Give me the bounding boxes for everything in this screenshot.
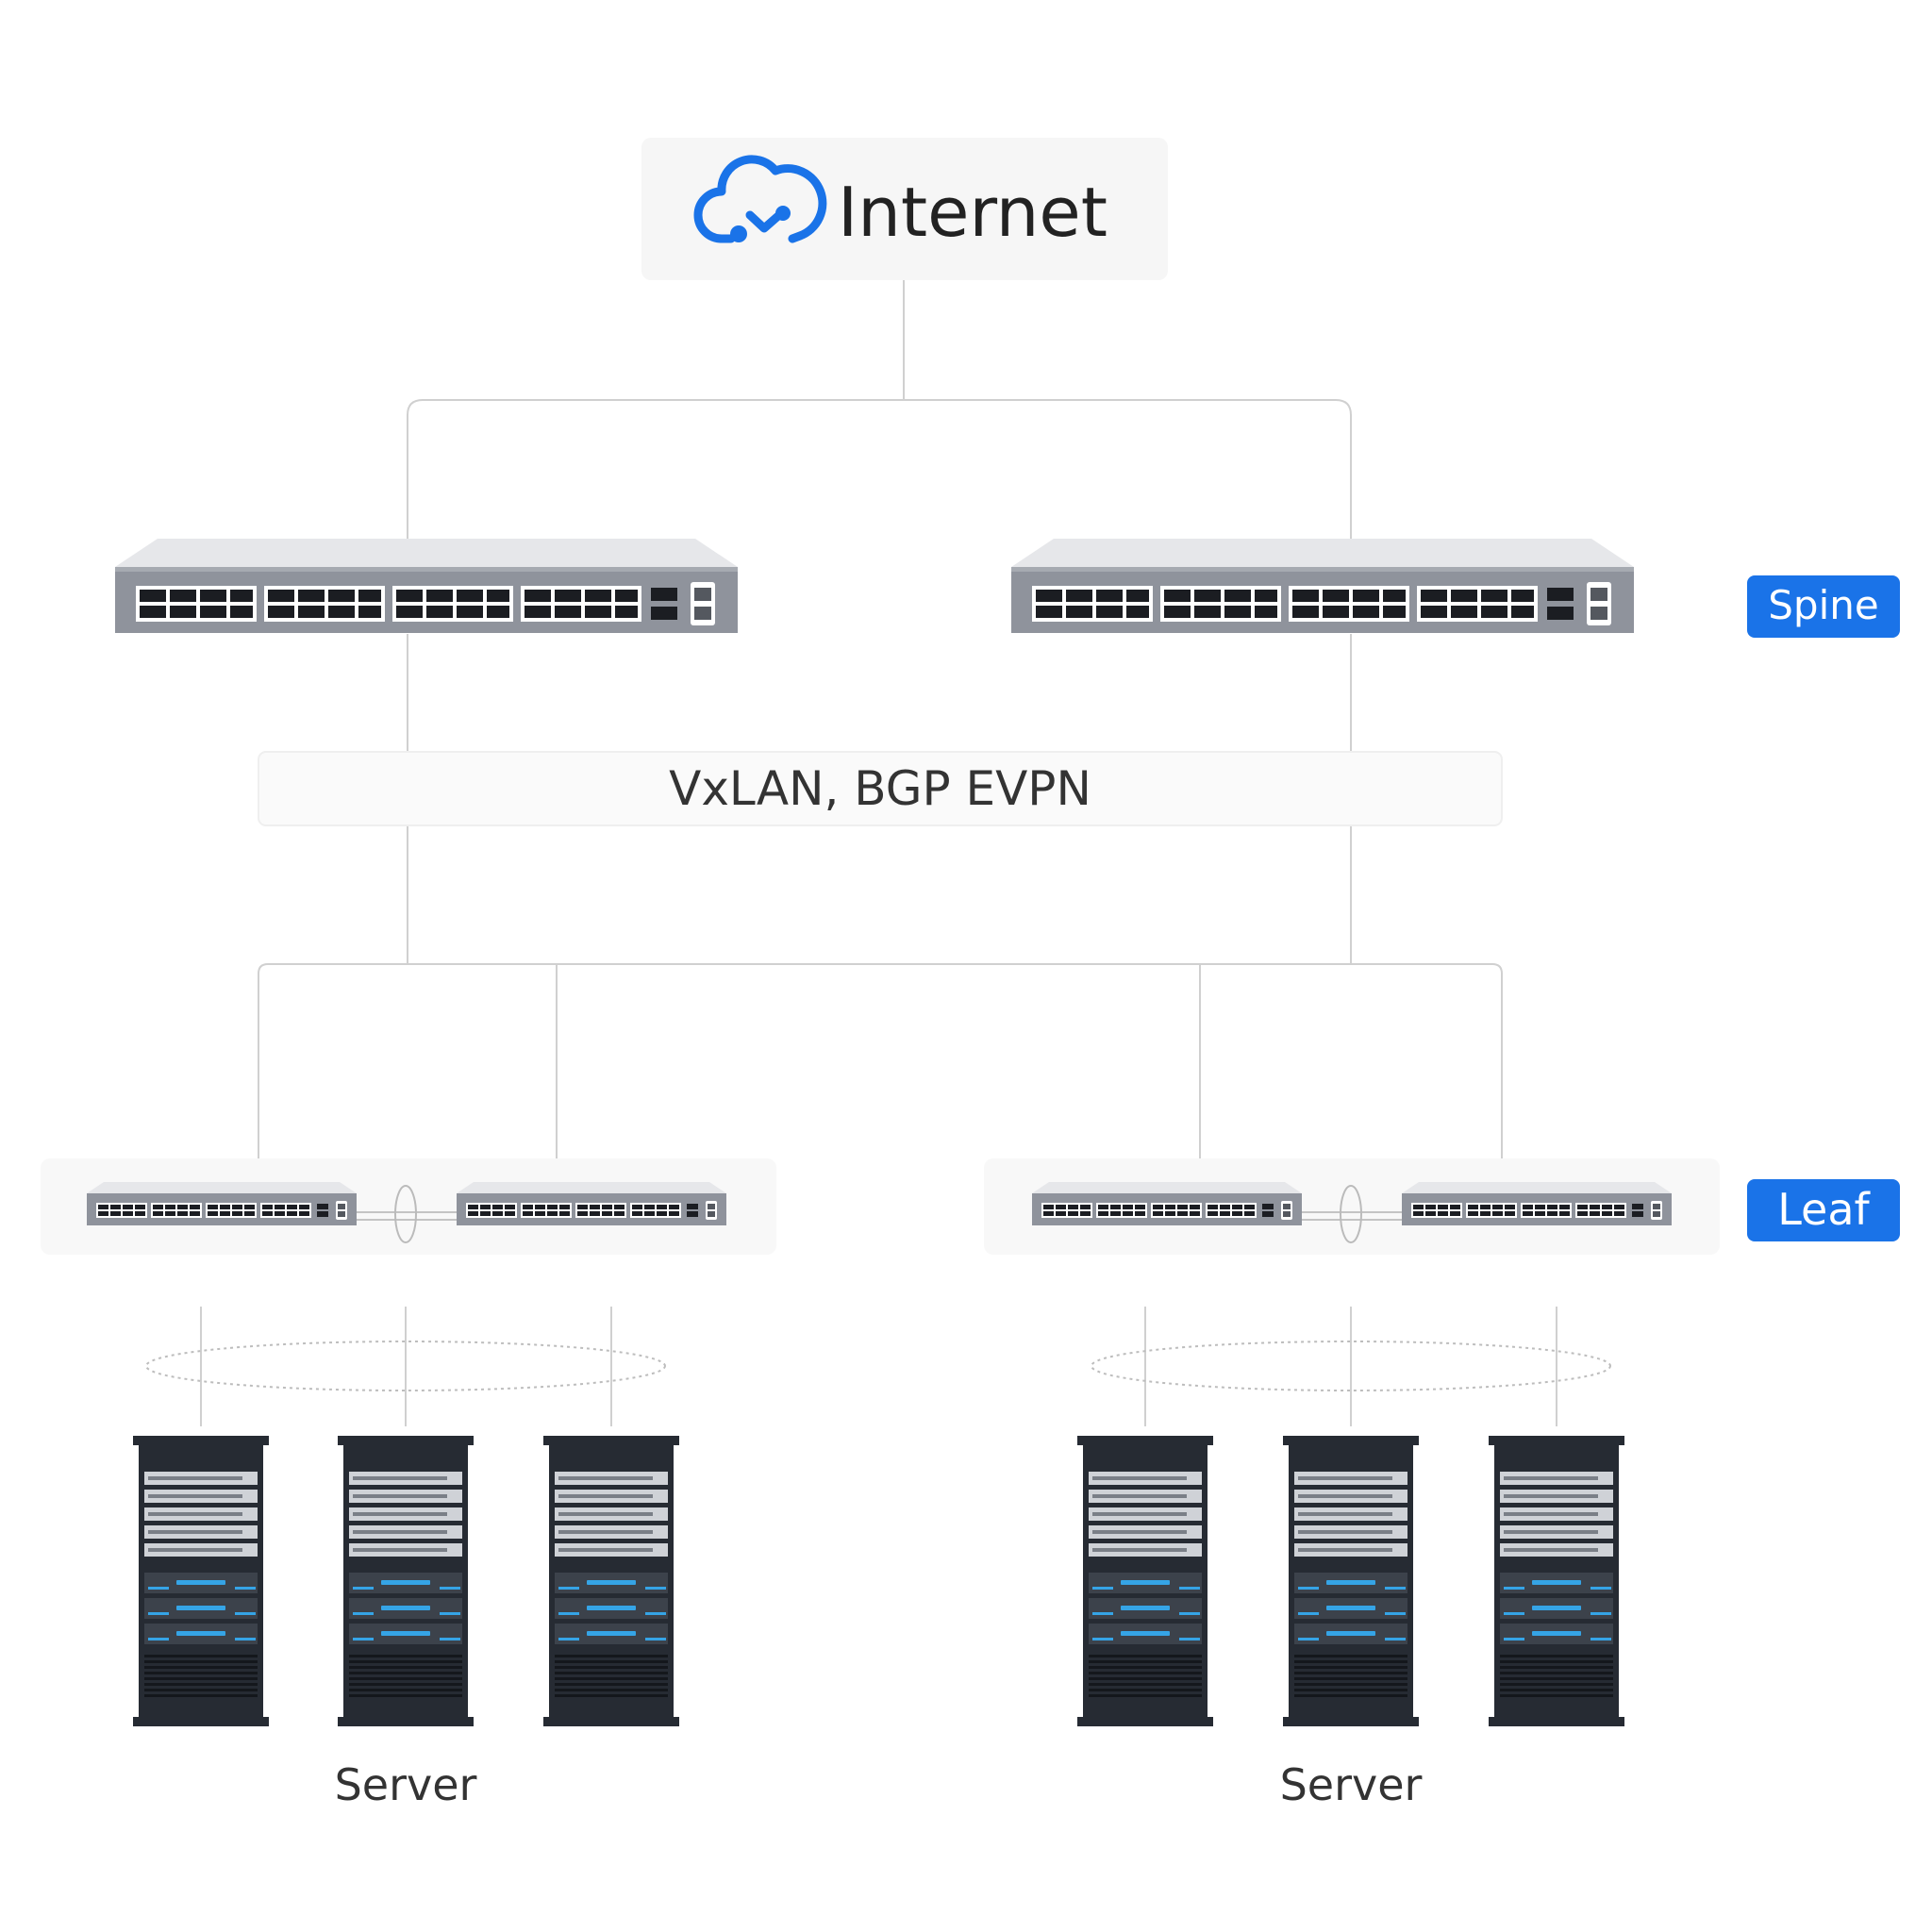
leaf-switch-4 xyxy=(1402,1182,1672,1225)
leaf-switch-2 xyxy=(457,1182,726,1225)
server-group-1: Server xyxy=(133,1436,679,1810)
server-rack xyxy=(543,1436,679,1726)
server-group-label: Server xyxy=(1280,1759,1423,1810)
cloud-nodes-icon xyxy=(730,206,791,242)
spine-switch-2 xyxy=(1011,539,1634,633)
mlag-link-ring xyxy=(1340,1185,1362,1243)
cloud-network-icon xyxy=(693,155,827,243)
server-rack xyxy=(1489,1436,1624,1726)
leaf-switch-3 xyxy=(1032,1182,1302,1225)
leaf-badge: Leaf xyxy=(1747,1179,1900,1241)
protocol-label: VxLAN, BGP EVPN xyxy=(669,761,1091,816)
server-rack xyxy=(133,1436,269,1726)
connector-lines xyxy=(200,280,1557,1426)
mlag-link-ring xyxy=(394,1185,417,1243)
server-rack xyxy=(338,1436,474,1726)
leaf-badge-label: Leaf xyxy=(1777,1184,1871,1235)
leaf-group-1 xyxy=(41,1158,776,1255)
server-bond-ring-2 xyxy=(1091,1341,1611,1391)
internet-label: Internet xyxy=(838,173,1108,252)
spine-switch-1 xyxy=(115,539,738,633)
leaf-switch-1 xyxy=(87,1182,357,1225)
leaf-group-2 xyxy=(984,1158,1720,1255)
protocol-band: VxLAN, BGP EVPN xyxy=(258,751,1503,826)
server-rack xyxy=(1283,1436,1419,1726)
server-bond-ring-1 xyxy=(145,1341,666,1391)
server-group-label: Server xyxy=(335,1759,477,1810)
spine-badge-label: Spine xyxy=(1768,582,1878,628)
server-rack xyxy=(1077,1436,1213,1726)
protocol-band-panel xyxy=(258,751,1503,826)
internet-node: Internet xyxy=(641,138,1168,280)
spine-badge: Spine xyxy=(1747,575,1900,638)
server-group-2: Server xyxy=(1077,1436,1624,1810)
